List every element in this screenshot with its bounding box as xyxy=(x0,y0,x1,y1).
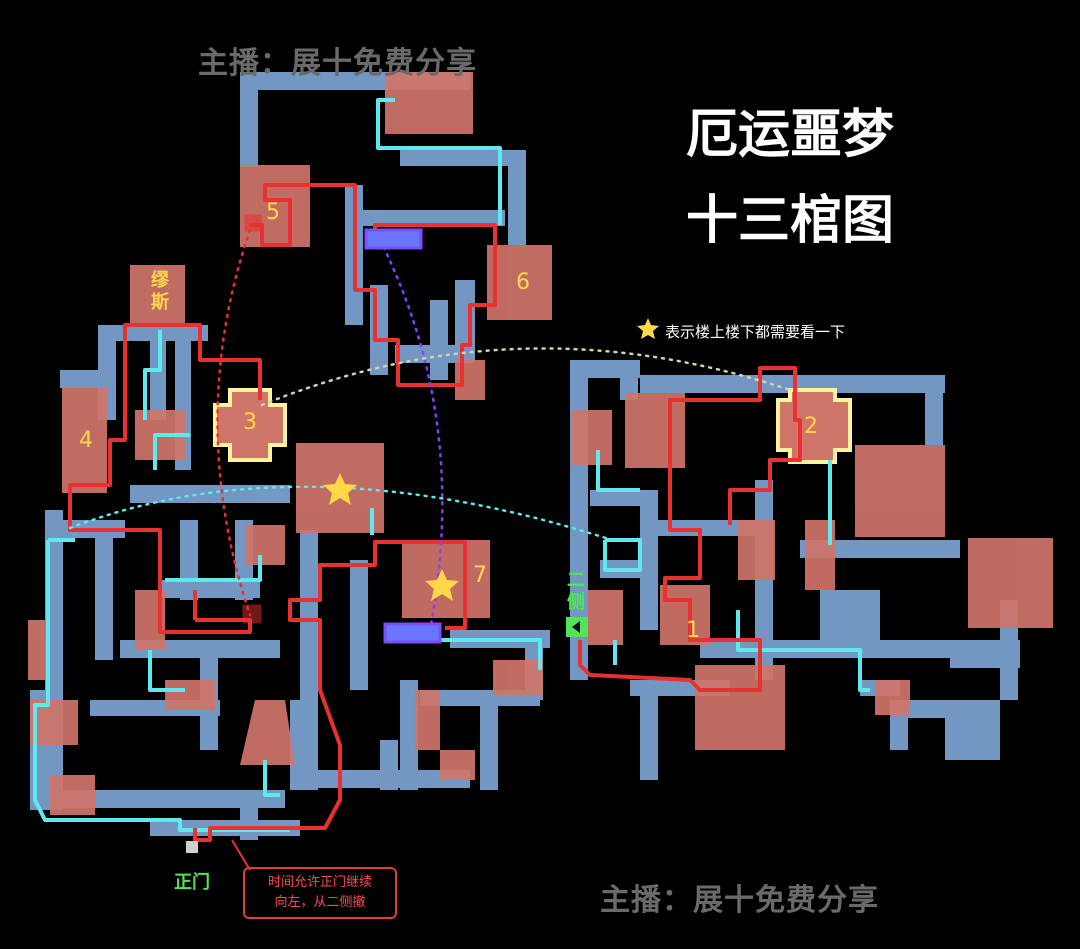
cyan-secondary-paths xyxy=(33,98,870,832)
route-note-line1: 时间允许正门继续 xyxy=(267,875,372,890)
room-3-highlight xyxy=(213,388,287,462)
star-icon xyxy=(425,569,459,601)
room-number-6: 6 xyxy=(516,270,530,295)
map-title-line1: 厄运噩梦 xyxy=(685,105,894,165)
star-icon xyxy=(323,473,357,505)
side-exit-label-char1: 二 xyxy=(567,570,585,591)
yellow-star-icon xyxy=(637,318,659,339)
room-number-4: 4 xyxy=(79,428,93,453)
room-number-7: 7 xyxy=(473,563,487,588)
yellow-star-icons xyxy=(323,318,659,601)
main-door-label: 正门 xyxy=(174,872,210,893)
map-title-line2: 十三棺图 xyxy=(685,191,894,251)
legend-text: 表示楼上楼下都需要看一下 xyxy=(665,323,846,341)
route-note: 时间允许正门继续 向左，从二侧撤 xyxy=(243,867,397,919)
room-number-2: 2 xyxy=(804,414,818,439)
right-building-rooms xyxy=(572,393,1053,750)
route-note-line2: 向左，从二侧撤 xyxy=(274,895,366,910)
muse-label-char1: 缪 xyxy=(151,270,169,291)
room-number-5: 5 xyxy=(266,200,280,225)
muse-label-char2: 斯 xyxy=(151,292,169,313)
room-number-1: 1 xyxy=(686,618,700,643)
stairs-markers xyxy=(364,228,442,644)
side-exit-icon xyxy=(566,617,588,637)
side-exit-label: 二 侧 xyxy=(564,570,588,614)
room-number-3: 3 xyxy=(243,410,257,435)
watermark-bottom: 主播：展十免费分享 xyxy=(600,883,879,918)
side-exit-label-char2: 侧 xyxy=(567,592,585,613)
muse-label: 缪 斯 xyxy=(148,270,172,314)
note-pointer xyxy=(231,839,251,871)
main-door-icon xyxy=(186,841,198,853)
red-main-route xyxy=(68,183,802,842)
watermark-top: 主播：展十免费分享 xyxy=(198,46,477,81)
dotted-connectors xyxy=(68,228,792,632)
